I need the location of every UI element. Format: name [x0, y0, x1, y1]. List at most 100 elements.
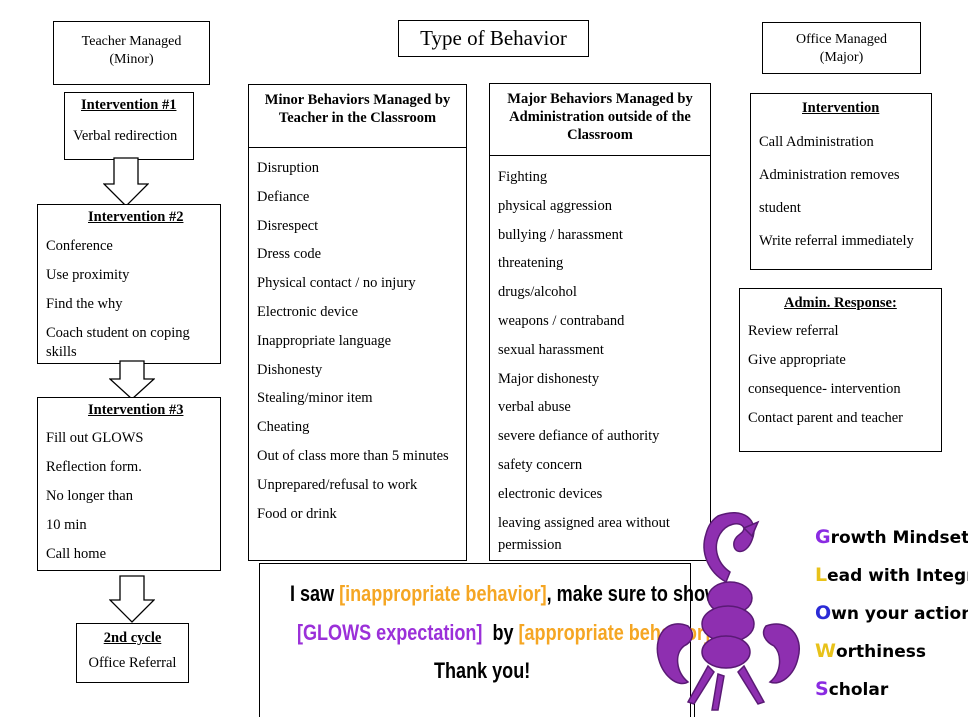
office-intervention-item: Call Administration [759, 134, 874, 150]
office-intervention-title: Intervention [802, 100, 880, 116]
behavior-item: Unprepared/refusal to work [257, 476, 418, 493]
minor-title-line: Minor Behaviors Managed by [264, 92, 451, 108]
intervention-2-item: skills [46, 344, 77, 360]
behavior-item: Inappropriate language [257, 332, 392, 349]
minor-behaviors-title: Minor Behaviors Managed by Teacher in th… [249, 91, 466, 127]
slogan-text: by [482, 620, 519, 645]
minor-title-line: Teacher in the Classroom [278, 110, 437, 126]
behavior-item: severe defiance of authority [498, 428, 660, 445]
intervention-2-item: Conference [46, 238, 113, 254]
slogan-text: I saw [290, 581, 340, 606]
behavior-item: threatening [498, 255, 564, 272]
office-intervention-item: Administration removes [759, 167, 900, 183]
behavior-item: drugs/alcohol [498, 284, 577, 301]
office-intervention-box: Intervention Call Administration Adminis… [750, 93, 932, 270]
office-intervention-item: student [759, 200, 801, 216]
office-intervention-item: Write referral immediately [759, 233, 914, 249]
intervention-3-item: Fill out GLOWS [46, 430, 144, 446]
divider [694, 704, 695, 717]
slogan-glows: [GLOWS expectation] [297, 620, 483, 645]
behavior-item: leaving assigned area without [498, 514, 670, 531]
teacher-managed-header: Teacher Managed (Minor) [53, 21, 210, 85]
major-title-line: Major Behaviors Managed by [507, 91, 693, 107]
admin-response-title: Admin. Response: [784, 295, 897, 311]
behavior-item: Stealing/minor item [257, 390, 373, 407]
behavior-item: Major dishonesty [498, 370, 600, 387]
admin-response-item: Give appropriate [748, 352, 846, 368]
second-cycle-box: 2nd cycle Office Referral [76, 623, 189, 683]
intervention-2-item: Use proximity [46, 267, 130, 283]
intervention-2-title: Intervention #2 [88, 209, 184, 225]
admin-response-item: Contact parent and teacher [748, 410, 903, 426]
glows-word: wn your actions [831, 604, 968, 624]
behavior-item: Dishonesty [257, 361, 323, 378]
glows-item: Worthiness [815, 640, 926, 662]
office-managed-header: Office Managed (Major) [762, 22, 921, 74]
down-arrow-icon [109, 360, 155, 400]
behavior-item: sexual harassment [498, 341, 604, 358]
behavior-item: Food or drink [257, 505, 337, 522]
intervention-2-item: Find the why [46, 296, 123, 312]
behavior-item: physical aggression [498, 197, 612, 214]
down-arrow-icon [103, 157, 149, 207]
glows-letter: O [815, 602, 832, 624]
teacher-managed-label: Teacher Managed [81, 34, 182, 49]
slogan-line-1: I saw [inappropriate behavior], make sur… [290, 581, 719, 607]
intervention-3-box: Intervention #3 Fill out GLOWS Reflectio… [37, 397, 221, 571]
down-arrow-icon [109, 575, 155, 623]
admin-response-item: Review referral [748, 323, 839, 339]
behavior-item: bullying / harassment [498, 226, 623, 243]
behavior-item: Dress code [257, 246, 322, 263]
second-cycle-item: Office Referral [88, 655, 177, 671]
behavior-item: Physical contact / no injury [257, 275, 416, 292]
intervention-3-title: Intervention #3 [88, 402, 184, 418]
behavior-item: weapons / contraband [498, 313, 625, 329]
behavior-item: electronic devices [498, 485, 603, 502]
glows-letter: G [815, 526, 831, 548]
behavior-item: Electronic device [257, 304, 359, 320]
behavior-item: permission [498, 536, 562, 553]
major-title-line: Administration outside of the [509, 109, 691, 125]
glows-letter: W [815, 640, 836, 662]
glows-letter: S [815, 678, 829, 700]
office-managed-sublabel: (Major) [819, 50, 864, 65]
intervention-1-item: Verbal redirection [73, 128, 178, 144]
glows-word: rowth Mindset [830, 528, 968, 548]
behavior-item: verbal abuse [498, 399, 571, 416]
divider [490, 155, 710, 156]
behavior-item: Cheating [257, 419, 310, 436]
intervention-2-box: Intervention #2 Conference Use proximity… [37, 204, 221, 364]
behavior-item: Disrespect [257, 217, 319, 234]
glows-item: Own your actions [815, 602, 968, 624]
intervention-1-box: Intervention #1 Verbal redirection [64, 92, 194, 160]
slogan-line-3: Thank you! [434, 658, 530, 684]
glows-word: orthiness [835, 642, 926, 662]
page-title: Type of Behavior [420, 26, 567, 50]
minor-behaviors-box: Minor Behaviors Managed by Teacher in th… [248, 84, 467, 561]
intervention-3-item: 10 min [46, 517, 87, 533]
intervention-1-title: Intervention #1 [81, 97, 177, 113]
intervention-3-item: Call home [46, 546, 107, 562]
major-behaviors-box: Major Behaviors Managed by Administratio… [489, 83, 711, 561]
second-cycle-title: 2nd cycle [103, 630, 162, 646]
behavior-item: Defiance [257, 188, 310, 205]
behavior-item: Fighting [498, 169, 548, 185]
glows-item: Growth Mindset [815, 526, 968, 548]
slogan-thanks: Thank you! [434, 658, 531, 683]
scorpion-icon [656, 511, 800, 711]
divider [249, 147, 466, 148]
major-title-line: Classroom [567, 127, 633, 143]
type-of-behavior-header: Type of Behavior [398, 20, 589, 57]
glows-item: Scholar [815, 678, 888, 700]
glows-letter: L [815, 564, 828, 586]
behavior-item: Disruption [257, 160, 320, 176]
glows-item: Lead with Integrity [815, 564, 968, 586]
intervention-3-item: No longer than [46, 488, 133, 504]
office-managed-label: Office Managed [795, 32, 888, 47]
behavior-item: safety concern [498, 457, 583, 473]
slogan-inappropriate: [inappropriate behavior] [339, 581, 547, 606]
intervention-2-item: Coach student on coping [46, 325, 190, 341]
slogan-text: , make sure to show [546, 581, 720, 606]
admin-response-box: Admin. Response: Review referral Give ap… [739, 288, 942, 452]
major-behaviors-title: Major Behaviors Managed by Administratio… [490, 90, 710, 144]
